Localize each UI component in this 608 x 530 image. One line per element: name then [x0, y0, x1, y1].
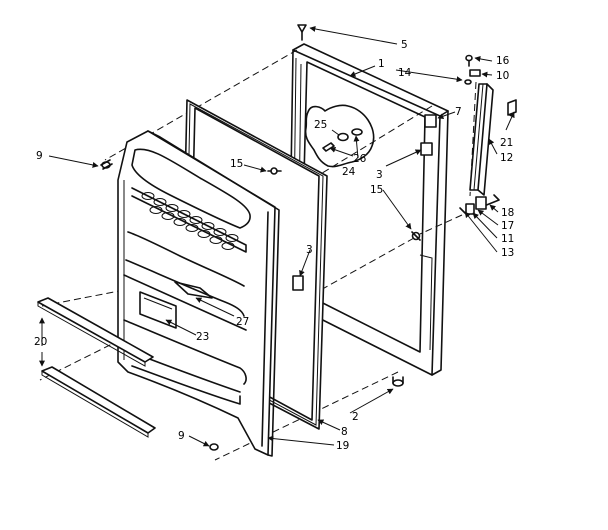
- label-part-7: 7: [455, 106, 462, 118]
- label-part-5: 5: [401, 39, 408, 51]
- label-part-3-right: 3: [376, 169, 383, 181]
- part-labels: 5 1 16 10 14 7 25 26 24 21 12 9 15 3 15 …: [34, 39, 514, 452]
- label-part-10: 10: [496, 70, 509, 82]
- label-part-27: 27: [236, 316, 249, 328]
- label-part-12: 12: [500, 152, 513, 164]
- label-part-11: 11: [501, 233, 514, 245]
- label-part-15-right: 15: [370, 184, 383, 196]
- cutaway-insulation-detail: [304, 104, 375, 168]
- label-part-24: 24: [342, 166, 356, 178]
- door-liner: [117, 130, 280, 457]
- label-part-21: 21: [500, 137, 513, 149]
- door-handle: [469, 83, 494, 196]
- hardware: [100, 24, 517, 451]
- label-part-18: 18: [501, 207, 514, 219]
- label-part-8: 8: [341, 426, 348, 438]
- leader-lines: [39, 26, 515, 447]
- shelf-bars: [37, 297, 156, 438]
- label-part-19: 19: [336, 440, 349, 452]
- label-part-2: 2: [352, 411, 359, 423]
- label-part-15-left: 15: [230, 158, 243, 170]
- label-part-1: 1: [378, 58, 385, 70]
- label-part-14: 14: [398, 67, 412, 79]
- label-part-26: 26: [353, 153, 367, 165]
- label-part-16: 16: [496, 55, 510, 67]
- label-part-17: 17: [501, 220, 514, 232]
- label-part-9-bottom: 9: [178, 430, 185, 442]
- label-part-13: 13: [501, 247, 514, 259]
- label-part-9-top: 9: [36, 150, 43, 162]
- label-part-20: 20: [34, 336, 47, 348]
- label-part-23: 23: [196, 331, 209, 343]
- label-part-3-left: 3: [306, 244, 313, 256]
- label-part-25: 25: [314, 119, 327, 131]
